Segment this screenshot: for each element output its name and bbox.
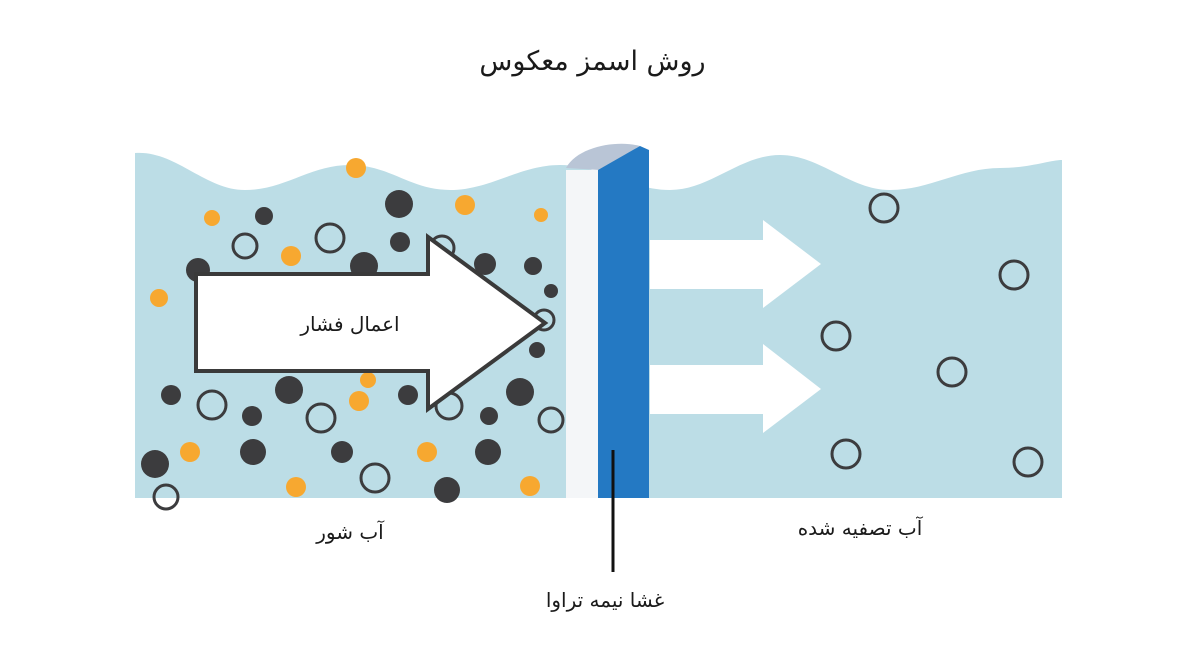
salt-particle (398, 385, 418, 405)
water-molecule (868, 192, 900, 224)
impurity-particle (349, 391, 369, 411)
impurity-particle (520, 476, 540, 496)
semi-permeable-membrane (566, 143, 649, 498)
membrane-layer (598, 146, 649, 498)
impurity-particle (204, 210, 220, 226)
salt-water-particles (141, 158, 565, 511)
salt-particle (524, 257, 542, 275)
water-molecule (537, 406, 565, 434)
water-molecule-group (152, 222, 565, 511)
salt-particle (275, 376, 303, 404)
water-molecule (1012, 446, 1044, 478)
impurity-particle (286, 477, 306, 497)
impurity-particle (281, 246, 301, 266)
salt-particle (242, 406, 262, 426)
membrane-support (566, 170, 598, 498)
purified-water-label: آب تصفیه شده (797, 516, 923, 540)
salt-particle (141, 450, 169, 478)
salt-particle (475, 439, 501, 465)
salt-particle (390, 232, 410, 252)
salt-particle (240, 439, 266, 465)
water-molecule (359, 462, 391, 494)
water-molecule (305, 402, 337, 434)
impurity-particle (455, 195, 475, 215)
flow-arrow-icon (650, 220, 821, 308)
salt-particle (331, 441, 353, 463)
membrane-cap (566, 143, 640, 170)
impurity-particle (180, 442, 200, 462)
pressure-label: اعمال فشار (300, 312, 400, 336)
water-molecule (820, 320, 852, 352)
impurity-particle (150, 289, 168, 307)
water-molecule (936, 356, 968, 388)
salt-particle (480, 407, 498, 425)
water-molecule (314, 222, 346, 254)
flow-arrow-icon (650, 344, 821, 433)
salt-particle (544, 284, 558, 298)
water-molecule (830, 438, 862, 470)
salt-particle (529, 342, 545, 358)
water-molecule (231, 232, 259, 260)
diagram-title: روش اسمز معکوس (479, 46, 706, 77)
salt-particle (506, 378, 534, 406)
purified-water-molecules (820, 192, 1044, 478)
salt-particle (255, 207, 273, 225)
impurity-particle (534, 208, 548, 222)
water-molecule (196, 389, 228, 421)
water-molecule (998, 259, 1030, 291)
pressure-arrow-icon (194, 233, 549, 413)
impurity-particle (417, 442, 437, 462)
salt-particle (385, 190, 413, 218)
salt-particle (161, 385, 181, 405)
salt-particle (474, 253, 496, 275)
salt-particle-group (141, 190, 558, 503)
impurity-particle (346, 158, 366, 178)
water-molecule (152, 483, 180, 511)
salt-water-label: آب شور (316, 520, 384, 544)
impurity-particle (360, 372, 376, 388)
impurity-particle-group (150, 158, 548, 497)
membrane-label: غشا نیمه تراوا (545, 588, 665, 612)
salt-particle (434, 477, 460, 503)
